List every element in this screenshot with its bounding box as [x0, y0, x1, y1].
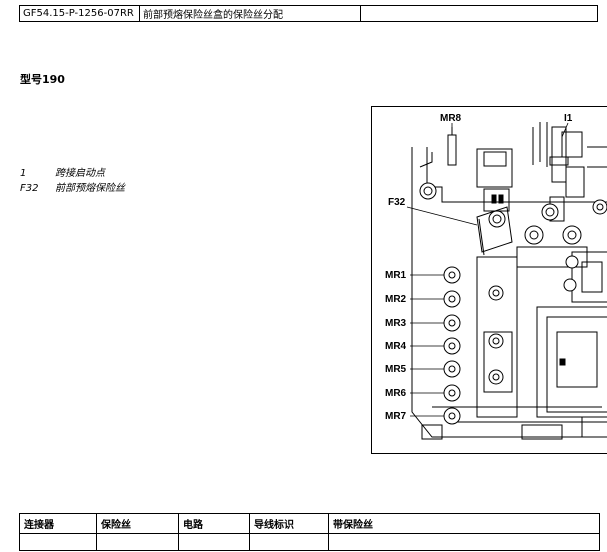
table-cell — [249, 533, 329, 551]
leader-lines — [406, 122, 569, 417]
housing-top-edge — [426, 147, 607, 203]
label-mr5: MR5 — [385, 364, 407, 375]
fuse-f32-body — [476, 206, 513, 253]
legend: 1 跨接启动点 F32 前部预熔保险丝 — [20, 166, 125, 196]
column-header-fuse: 保险丝 — [96, 513, 179, 534]
table-header-row: 连接器 保险丝 电路 导线标识 带保险丝 — [19, 513, 600, 534]
label-mr6: MR6 — [385, 388, 407, 399]
column-header-wire-id: 导线标识 — [249, 513, 329, 534]
label-mr3: MR3 — [385, 318, 407, 329]
legend-text: 跨接启动点 — [55, 168, 105, 179]
bolt-terminals — [419, 182, 607, 385]
document-code: GF54.15-P-1256-07RR — [19, 5, 140, 22]
model-title: 型号190 — [20, 73, 65, 86]
table-cell — [96, 533, 179, 551]
top-connector — [476, 148, 513, 188]
legend-item: F32 前部预熔保险丝 — [20, 181, 125, 196]
mr-terminals — [443, 266, 461, 425]
fuse-assignment-table: 连接器 保险丝 电路 导线标识 带保险丝 — [19, 513, 600, 551]
column-header-circuit: 电路 — [178, 513, 250, 534]
fuse-box-diagram: MR8 I1 F32 MR1 MR2 MR3 MR4 MR5 MR6 MR7 — [371, 106, 607, 454]
label-mr8: MR8 — [440, 113, 462, 124]
legend-key: 1 — [20, 168, 27, 179]
table-row — [19, 533, 600, 551]
table-cell — [178, 533, 250, 551]
legend-item: 1 跨接启动点 — [20, 166, 125, 181]
label-i1: I1 — [564, 113, 573, 124]
legend-text: 前部预熔保险丝 — [55, 183, 125, 194]
document-header-table: GF54.15-P-1256-07RR 前部预熔保险丝盒的保险丝分配 — [19, 5, 598, 22]
table-cell — [328, 533, 600, 551]
document-title: 前部预熔保险丝盒的保险丝分配 — [139, 5, 361, 22]
label-mr7: MR7 — [385, 411, 407, 422]
label-mr2: MR2 — [385, 294, 407, 305]
table-cell — [19, 533, 97, 551]
label-mr4: MR4 — [385, 341, 407, 352]
fuse-box-illustration: MR8 I1 F32 MR1 MR2 MR3 MR4 MR5 MR6 MR7 — [385, 113, 607, 440]
connector-block — [536, 306, 607, 418]
fuse-bus-block — [476, 256, 518, 418]
column-header-fused: 带保险丝 — [328, 513, 600, 534]
column-header-connector: 连接器 — [19, 513, 97, 534]
document-header-extra — [360, 5, 598, 22]
label-f32: F32 — [388, 197, 406, 208]
label-mr1: MR1 — [385, 270, 407, 281]
legend-key: F32 — [20, 183, 39, 194]
